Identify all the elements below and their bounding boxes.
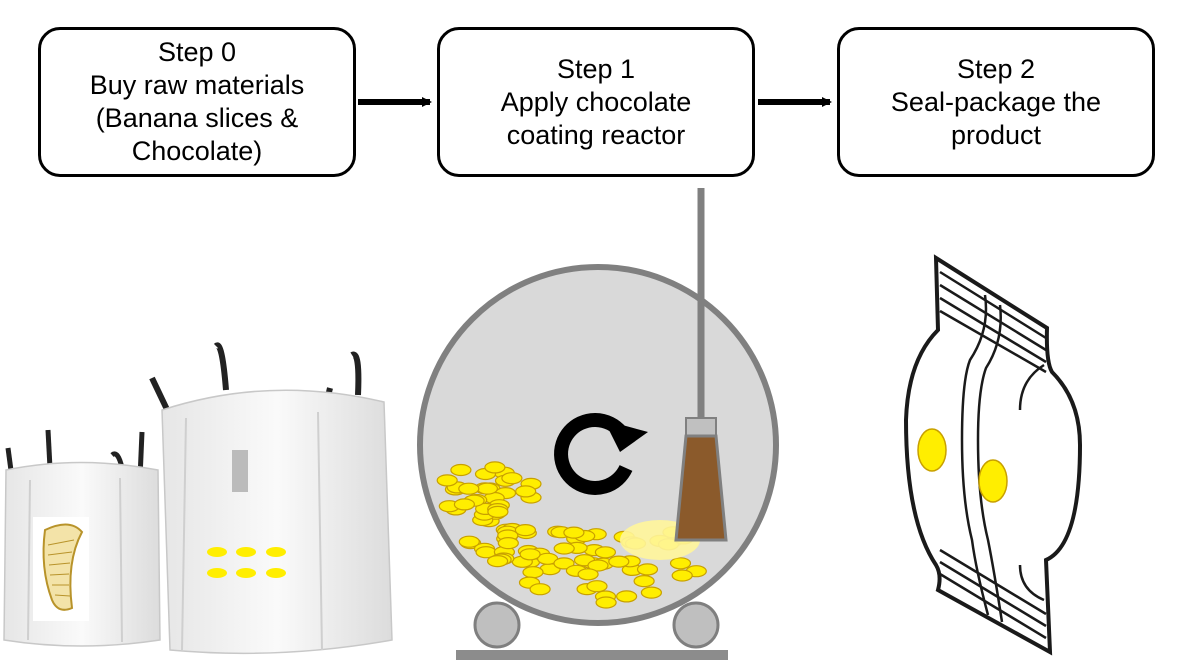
step-1-title: Step 1 [556, 53, 636, 84]
step-0-line-3: Chocolate) [131, 136, 263, 166]
banana-slice [669, 557, 692, 570]
banana-slice [450, 463, 472, 477]
banana-slice [553, 557, 575, 570]
step-2-title: Step 2 [956, 53, 1036, 84]
banana-slice [519, 548, 541, 561]
sealed-package-icon [903, 254, 1083, 656]
banana-slice [586, 580, 608, 593]
step-1-line-2: coating reactor [506, 119, 686, 150]
banana-slice [515, 485, 537, 498]
banana-slice [453, 498, 475, 511]
banana-slice [487, 505, 509, 518]
banana-slice [608, 555, 630, 568]
bag-slices [207, 547, 286, 578]
banana-slice [553, 542, 575, 555]
step-0-line-2: (Banana slices & [95, 103, 299, 133]
banana-slice [514, 523, 537, 537]
banana-slice [497, 536, 519, 550]
banana-slice [636, 563, 659, 576]
banana-slice [436, 474, 458, 487]
banana-slice [563, 526, 585, 539]
banana-slice [594, 546, 617, 559]
banana-slice [640, 586, 663, 599]
rotation-arrow-icon [554, 412, 648, 495]
banana-slice [577, 568, 599, 581]
banana-slice [501, 472, 523, 485]
banana-slice [458, 535, 480, 548]
banana-slice [476, 482, 498, 495]
banana-slice [522, 566, 544, 579]
banana-slice [587, 559, 609, 572]
banana-slice [458, 482, 480, 495]
step-0-line-1: Buy raw materials [89, 70, 305, 100]
banana-slice-icon [33, 517, 89, 621]
step-0-title: Step 0 [157, 37, 237, 67]
banana-slice [595, 596, 617, 609]
banana-slice [487, 554, 509, 568]
banana-slice [484, 461, 506, 474]
step-0-box: Step 0 Buy raw materials (Banana slices … [38, 27, 356, 177]
step-1-line-1: Apply chocolate [500, 86, 692, 117]
banana-slice [671, 569, 693, 582]
banana-slice [529, 583, 551, 596]
step-2-box: Step 2 Seal-package the product [837, 27, 1155, 177]
chocolate-dispenser-icon [674, 188, 728, 542]
step-2-line-2: product [950, 119, 1042, 150]
banana-slice [615, 590, 638, 603]
banana-slice [633, 574, 655, 588]
step-1-box: Step 1 Apply chocolate coating reactor [437, 27, 755, 177]
step-2-line-1: Seal-package the [890, 86, 1102, 117]
